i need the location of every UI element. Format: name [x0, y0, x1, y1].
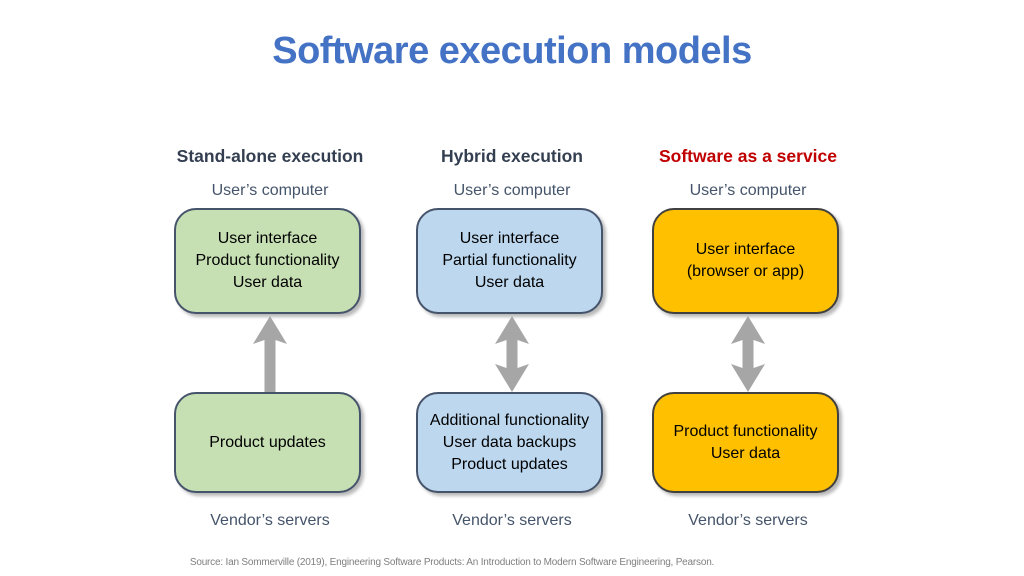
- vendors-servers-label: Vendor’s servers: [210, 512, 330, 529]
- box-line: Partial functionality: [442, 252, 577, 269]
- slide-title: Software execution models: [272, 30, 752, 72]
- box-line: User data backups: [442, 433, 577, 451]
- box-line: User data: [232, 274, 303, 291]
- double-arrow-icon: [392, 316, 632, 392]
- users-computer-label: User’s computer: [211, 182, 329, 199]
- column-header: Software as a service: [658, 146, 838, 166]
- column-saas: Software as a service User’s computer Us…: [628, 146, 868, 546]
- vendors-servers-label: Vendor’s servers: [452, 512, 572, 529]
- box-line: Product updates: [209, 433, 326, 451]
- server-box: Product updates: [174, 392, 361, 493]
- box-line: Product updates: [451, 455, 568, 473]
- up-arrow-icon: [150, 316, 390, 392]
- users-computer-label: User’s computer: [453, 182, 571, 199]
- column-stand-alone: Stand-alone execution User’s computer Us…: [150, 146, 390, 546]
- server-box: Additional functionality User data backu…: [416, 392, 603, 493]
- box-line: Additional functionality: [429, 411, 590, 429]
- client-box: User interface Product functionality Use…: [174, 208, 361, 314]
- box-line: User interface: [695, 241, 796, 258]
- box-line: User interface: [217, 230, 318, 247]
- source-citation: Source: Ian Sommerville (2019), Engineer…: [189, 557, 715, 568]
- client-box: User interface Partial functionality Use…: [416, 208, 603, 314]
- users-computer-label: User’s computer: [689, 182, 807, 199]
- box-line: Product functionality: [673, 422, 818, 440]
- box-line: (browser or app): [686, 263, 805, 280]
- vendors-servers-label: Vendor’s servers: [688, 512, 808, 529]
- box-line: User data: [710, 444, 781, 462]
- column-hybrid: Hybrid execution User’s computer User in…: [392, 146, 632, 546]
- server-box: Product functionality User data: [652, 392, 839, 493]
- column-header: Stand-alone execution: [176, 146, 364, 166]
- box-line: Product functionality: [195, 252, 340, 269]
- double-arrow-icon: [628, 316, 868, 392]
- box-line: User data: [474, 274, 545, 291]
- box-line: User interface: [459, 230, 560, 247]
- column-header: Hybrid execution: [441, 146, 583, 166]
- client-box: User interface (browser or app): [652, 208, 839, 314]
